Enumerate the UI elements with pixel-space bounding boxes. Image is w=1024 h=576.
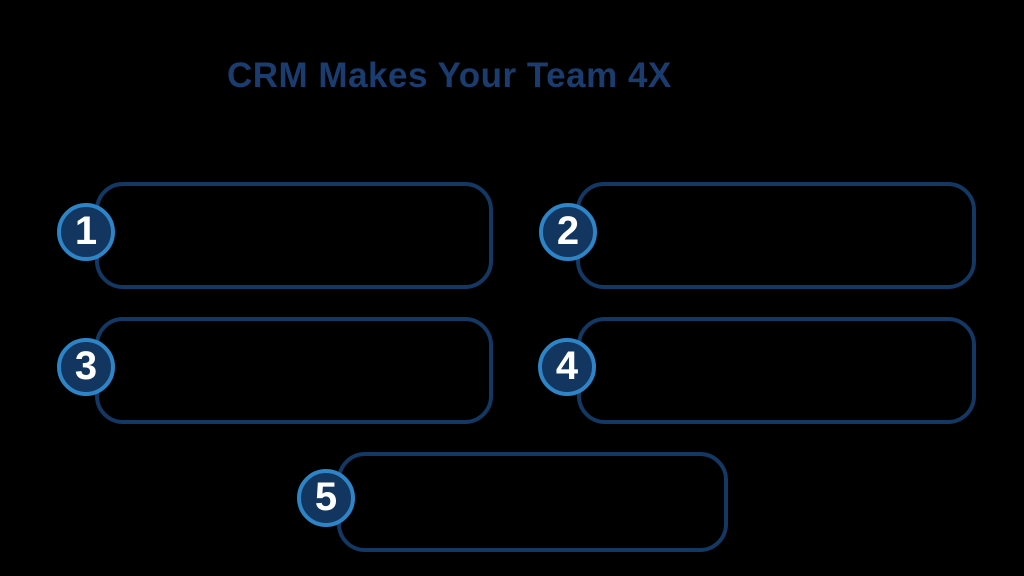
step-box-3	[95, 317, 493, 424]
step-box-4	[577, 317, 976, 424]
step-number-badge-1: 1	[57, 203, 115, 261]
step-number-badge-2: 2	[539, 203, 597, 261]
step-number-2: 2	[556, 209, 580, 253]
step-number-1: 1	[74, 209, 98, 253]
step-number-badge-5: 5	[297, 469, 355, 527]
step-box-5	[337, 452, 728, 552]
step-box-1	[95, 182, 493, 289]
step-number-4: 4	[555, 344, 579, 388]
step-number-5: 5	[314, 475, 338, 519]
step-number-badge-3: 3	[57, 338, 115, 396]
step-number-3: 3	[74, 344, 98, 388]
step-number-badge-4: 4	[538, 338, 596, 396]
step-box-2	[576, 182, 976, 289]
page-title: CRM Makes Your Team 4X	[227, 56, 672, 95]
